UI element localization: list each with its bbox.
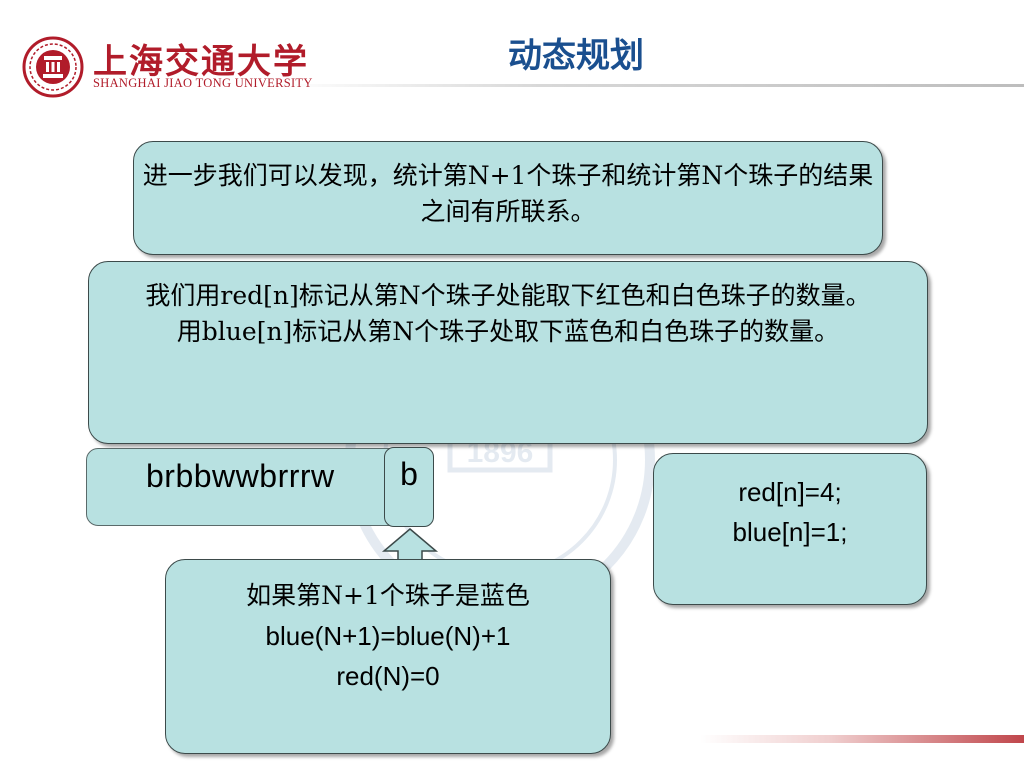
bead-string-text: brbbwwbrrrw xyxy=(146,458,335,494)
slide-header: 上海交通大学 SHANGHAI JIAO TONG UNIVERSITY 动态规… xyxy=(0,0,1024,100)
rule-box: 如果第N+1个珠子是蓝色 blue(N+1)=blue(N)+1 red(N)=… xyxy=(165,559,611,754)
intro-box: 进一步我们可以发现，统计第N+1个珠子和统计第N个珠子的结果之间有所联系。 xyxy=(133,141,883,255)
rule-condition: 如果第N+1个珠子是蓝色 xyxy=(246,581,530,610)
definition-box: 我们用red[n]标记从第N个珠子处能取下红色和白色珠子的数量。 用blue[n… xyxy=(88,261,928,444)
current-bead-box: b xyxy=(384,447,434,527)
definition-text-red: 我们用red[n]标记从第N个珠子处能取下红色和白色珠子的数量。 xyxy=(145,281,871,310)
slide-title: 动态规划 xyxy=(508,36,644,76)
university-name-cn: 上海交通大学 xyxy=(93,42,309,82)
values-box: red[n]=4; blue[n]=1; xyxy=(653,453,927,605)
intro-text: 进一步我们可以发现，统计第N+1个珠子和统计第N个珠子的结果之间有所联系。 xyxy=(142,161,874,226)
rule-red-formula: red(N)=0 xyxy=(336,661,440,691)
red-value: red[n]=4; xyxy=(738,477,842,507)
definition-text-blue: 用blue[n]标记从第N个珠子处取下蓝色和白色珠子的数量。 xyxy=(176,317,840,346)
footer-divider xyxy=(700,735,1024,743)
university-name-en: SHANGHAI JIAO TONG UNIVERSITY xyxy=(93,76,313,90)
blue-value: blue[n]=1; xyxy=(732,517,848,547)
header-divider xyxy=(280,84,1024,87)
current-bead-text: b xyxy=(400,456,418,492)
rule-blue-formula: blue(N+1)=blue(N)+1 xyxy=(265,621,511,651)
bead-string-box xyxy=(86,448,432,526)
university-seal-icon xyxy=(22,36,84,98)
up-arrow-icon xyxy=(381,528,439,561)
